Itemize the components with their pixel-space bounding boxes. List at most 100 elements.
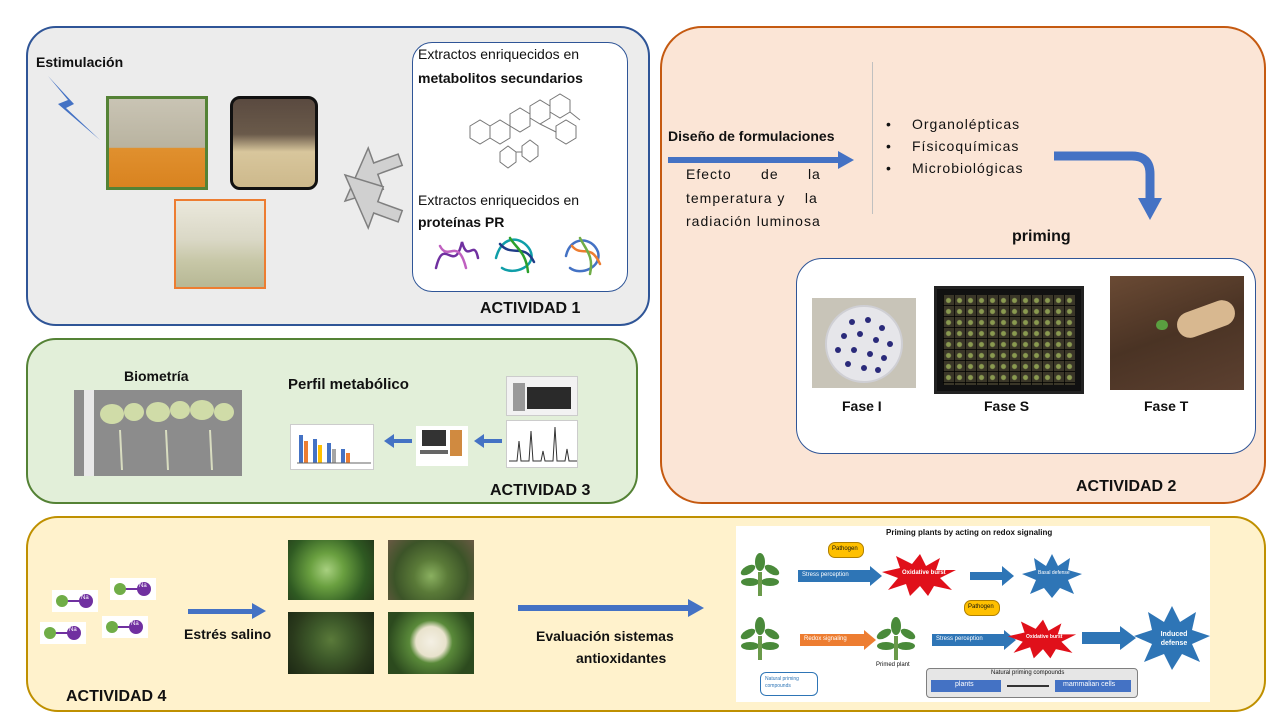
salt-stress-label: Estrés salino [184,626,272,642]
molecule-structure-illustration [469,93,581,169]
bullet: • [886,160,892,176]
stress-perception-arrow: Stress perception [798,570,872,582]
lightning-icon [48,76,100,140]
ion-label: Na [131,621,139,627]
ion-label: Na [69,627,77,633]
monitor-shape [422,430,446,446]
induced-defense-label: Induced defense [1160,631,1188,647]
phase-s-photo [934,286,1084,394]
seedling-tray-grid [943,295,1075,385]
induced-defense-icon [1134,606,1210,670]
ion-molecule: Na [102,616,148,638]
phase-i-label: Fase I [842,398,882,414]
bullet: • [886,116,892,132]
mammalian-cells-badge: mammalian cells [1055,680,1131,692]
arrow-right-icon [1004,630,1016,650]
phase-t-label: Fase T [1144,398,1189,414]
cauliflower-photo [388,612,474,674]
primed-plant-icon [876,617,916,660]
property-item: •Organolépticas [886,116,1021,132]
keyboard-shape [420,450,448,454]
arrow-left-icon [384,434,412,448]
formulation-arrow [668,151,854,169]
beige-flask-photo [230,96,318,190]
property-item: •Físicoquímicas [886,138,1020,154]
activity2-label: ACTIVIDAD 2 [1076,478,1177,495]
broccoli-photo [288,612,374,674]
phase-i-photo [812,298,916,388]
double-arrow [1007,685,1049,687]
ion-label: Na [139,583,147,589]
protein-structures-illustration [434,236,602,276]
bullet: • [886,138,892,154]
basal-defense-label: Basal defense [1038,570,1070,576]
activity4-label: ACTIVIDAD 4 [66,688,167,705]
pathogen-badge: Pathogen [828,542,864,558]
effect-line2: temperatura y la [686,190,818,206]
basal-defense-icon [1022,554,1082,598]
natural-priming-compounds-box: Natural priming compounds [760,672,818,696]
instrument-panel-shape [513,383,525,411]
arrow-right-icon [870,566,882,586]
evaluation-arrow [518,599,704,617]
ion-molecule: Na [40,622,86,644]
arrow-right-icon [1120,626,1136,650]
seedlings-illustration [74,390,242,476]
petri-dish-illustration [825,305,903,383]
effect-line1: Efecto de la [686,166,821,182]
orange-flask-photo [106,96,208,190]
plant-icon [740,617,780,660]
bar-chart-thumbnail [290,424,374,470]
salt-stress-arrow [188,603,266,619]
arrow-right-icon [864,630,876,650]
secondary-metabolites-line2: metabolitos secundarios [418,70,583,86]
arrow-right-icon [1002,566,1014,586]
redox-signaling-figure: Priming plants by acting on redox signal… [736,526,1210,702]
metabolic-profile-label: Perfil metabólico [288,376,409,393]
stimulation-label: Estimulación [36,54,124,70]
arrow-to-induced [1082,632,1122,644]
properties-list: •Organolépticas •Físicoquímicas •Microbi… [886,116,1023,182]
tower-shape [450,430,462,456]
effect-line3: radiación luminosa [686,213,821,229]
stress-perception-arrow: Stress perception [932,634,1006,646]
kohlrabi-photo [388,540,474,600]
pr-proteins-line1: Extractos enriquecidos en [418,192,580,208]
activity3-label: ACTIVIDAD 3 [490,482,591,499]
hand-shape [1173,296,1239,342]
redox-signaling-arrow: Redox signaling [800,634,866,646]
ion-molecule: Na [110,578,156,600]
oxidative-burst-label: Oxidative burst [902,570,946,576]
formulation-design-label: Diseño de formulaciones [668,128,835,144]
chromatogram-thumbnail [506,420,578,468]
arrow-left-icon [474,434,502,448]
divider-line [872,62,873,214]
oxidative-burst-icon [1008,619,1077,659]
evaluation-line1: Evaluación sistemas [536,628,674,644]
biometry-photo [74,390,242,476]
natural-priming-bar: Natural priming compounds plants mammali… [926,668,1138,698]
redox-figure-title: Priming plants by acting on redox signal… [886,528,1053,537]
priming-label: priming [1012,228,1071,245]
bidirectional-arrow-icon [343,145,404,231]
pathogen-badge: Pathogen [964,600,1000,616]
pale-flask-photo [174,199,266,289]
instrument-thumbnail [506,376,578,416]
ion-label: Na [81,595,89,601]
computer-thumbnail [416,426,468,466]
biometry-label: Biometría [124,368,189,384]
activity1-label: ACTIVIDAD 1 [480,300,581,317]
oxidative-burst-icon [882,554,956,596]
curved-arrow-down [1054,151,1162,220]
secondary-metabolites-line1: Extractos enriquecidos en [418,46,580,62]
chromatogram-peaks-icon [509,426,577,462]
evaluation-line2: antioxidantes [576,650,667,666]
property-item: •Microbiológicas [886,160,1024,176]
cabbage-photo [288,540,374,600]
plants-badge: plants [931,680,1001,692]
arrow-to-basal [970,572,1004,580]
oxidative-burst-label: Oxidative burst [1026,634,1063,640]
mini-bar-chart-icon [297,435,371,464]
pr-proteins-line2: proteínas PR [418,214,505,230]
phase-s-label: Fase S [984,398,1030,414]
